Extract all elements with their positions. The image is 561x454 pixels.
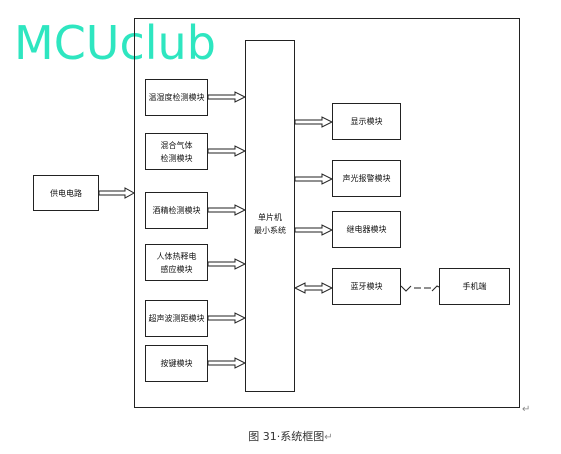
caption-return-mark: ↵ [324, 432, 333, 443]
module-label: 声光报警模块 [342, 174, 391, 183]
wireless-link [400, 285, 440, 292]
arrow-power-to-frame [98, 187, 136, 199]
module-label: 酒精检测模块 [152, 206, 201, 215]
phone-box: 手机端 [439, 268, 510, 305]
arrow-input-temp [207, 91, 247, 103]
input-module-pir: 人体热释电 感应模块 [145, 244, 208, 281]
system-frame [134, 18, 520, 408]
figure-caption: 图 31·系统框图↵ [0, 428, 561, 444]
module-label: 感应模块 [160, 264, 193, 274]
module-label: 按键模块 [160, 359, 193, 368]
module-label: 蓝牙模块 [350, 282, 383, 291]
arrow-input-pir [207, 258, 247, 270]
output-module-relay: 继电器模块 [332, 211, 401, 248]
mcu-label-line1: 单片机 [258, 213, 282, 222]
output-module-bluetooth: 蓝牙模块 [332, 268, 401, 305]
frame-return-mark: ↵ [522, 404, 531, 415]
caption-text: 图 31·系统框图 [248, 430, 325, 443]
power-supply-label: 供电电路 [50, 188, 82, 198]
arrow-input-alcohol [207, 204, 247, 216]
output-module-alarm: 声光报警模块 [332, 160, 401, 197]
mcu-minimum-system-box: 单片机 最小系统 [245, 40, 295, 392]
output-module-display: 显示模块 [332, 103, 401, 140]
mcu-label-line2: 最小系统 [254, 226, 286, 235]
input-module-ultrasonic: 超声波测距模块 [145, 300, 208, 337]
module-label: 混合气体 [160, 140, 193, 150]
input-module-gas: 混合气体 检测模块 [145, 133, 208, 170]
input-module-alcohol: 酒精检测模块 [145, 192, 208, 229]
arrow-output-display [294, 116, 334, 128]
arrow-input-ultrasonic [207, 312, 247, 324]
module-label: 超声波测距模块 [148, 314, 205, 323]
arrow-input-keys [207, 357, 247, 369]
module-label: 人体热释电 [156, 251, 197, 261]
module-label: 检测模块 [160, 153, 193, 163]
arrow-output-alarm [294, 173, 334, 185]
arrow-input-gas [207, 145, 247, 157]
arrow-bluetooth-bidirectional [293, 282, 334, 294]
power-supply-box: 供电电路 [33, 175, 99, 211]
module-label: 显示模块 [350, 117, 383, 126]
module-label: 温湿度检测模块 [148, 93, 205, 102]
arrow-output-relay [294, 224, 334, 236]
module-label: 继电器模块 [346, 225, 387, 234]
phone-label: 手机端 [462, 282, 487, 291]
watermark-logo: MCUclub [14, 16, 216, 70]
